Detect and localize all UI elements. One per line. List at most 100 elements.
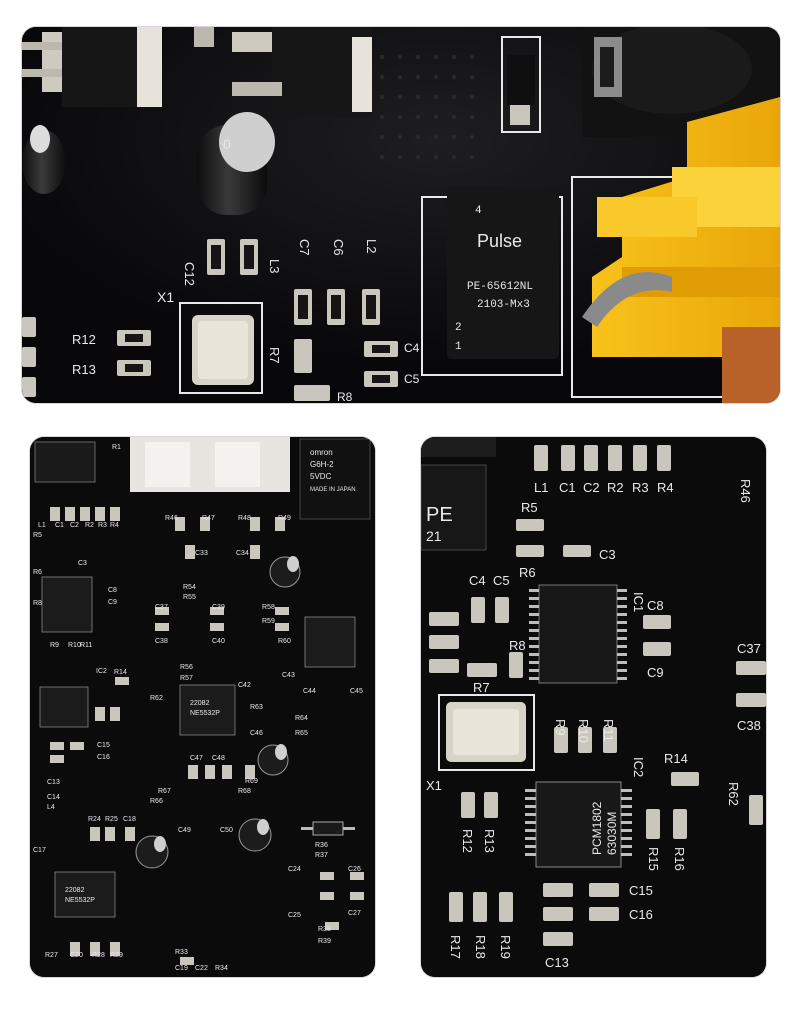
svg-text:C44: C44: [303, 688, 316, 695]
svg-text:C16: C16: [97, 754, 110, 761]
svg-text:R10: R10: [68, 642, 81, 649]
adc-closeup-photo: PE 21: [421, 437, 766, 977]
transformer-part: PE-65612NL: [467, 281, 533, 293]
svg-text:R60: R60: [278, 638, 291, 645]
svg-text:C15: C15: [97, 742, 110, 749]
svg-text:R67: R67: [158, 788, 171, 795]
cap-polarity-mark: 0: [223, 136, 231, 152]
transformer-pin4: 4: [475, 205, 482, 217]
svg-text:R15: R15: [646, 847, 661, 871]
bl-ic2: [39, 686, 89, 728]
label-r13: R13: [72, 362, 96, 377]
svg-text:C13: C13: [545, 955, 569, 970]
svg-text:21: 21: [426, 528, 442, 544]
svg-text:R24: R24: [88, 816, 101, 823]
svg-text:C37: C37: [737, 641, 761, 656]
svg-text:MADE IN JAPAN: MADE IN JAPAN: [310, 487, 356, 493]
electrolytic-capacitor-center: 0: [197, 112, 275, 215]
svg-text:R56: R56: [180, 664, 193, 671]
svg-text:C22: C22: [195, 965, 208, 972]
svg-text:R62: R62: [150, 695, 163, 702]
svg-text:R68: R68: [238, 788, 251, 795]
pin-header: [34, 441, 96, 483]
svg-text:R48: R48: [238, 515, 251, 522]
label-x1: X1: [157, 289, 174, 305]
svg-text:R14: R14: [664, 751, 688, 766]
label-c12: C12: [182, 262, 197, 286]
label-l3: L3: [267, 259, 282, 273]
yellow-terminal-connector: [571, 97, 780, 403]
svg-text:R10: R10: [576, 719, 591, 743]
svg-text:C15: C15: [629, 883, 653, 898]
svg-text:R12: R12: [460, 829, 475, 853]
bl-ic1: [41, 576, 93, 633]
svg-text:R8: R8: [509, 638, 526, 653]
svg-text:C34: C34: [236, 550, 249, 557]
bl-opamp-3: [54, 871, 116, 918]
transformer-brand: Pulse: [477, 231, 522, 251]
svg-text:R69: R69: [245, 778, 258, 785]
svg-text:C45: C45: [350, 688, 363, 695]
svg-text:L1: L1: [38, 522, 46, 529]
svg-text:L1: L1: [534, 480, 548, 495]
svg-text:R17: R17: [448, 935, 463, 959]
svg-text:C4: C4: [469, 573, 486, 588]
svg-text:R58: R58: [262, 604, 275, 611]
svg-text:C38: C38: [737, 718, 761, 733]
label-c4: C4: [404, 341, 420, 355]
svg-text:C2: C2: [583, 480, 600, 495]
svg-text:R66: R66: [150, 798, 163, 805]
svg-text:NE5532P: NE5532P: [65, 897, 95, 904]
label-c6: C6: [331, 239, 346, 256]
svg-text:C14: C14: [47, 794, 60, 801]
svg-text:R5: R5: [33, 532, 42, 539]
svg-text:R4: R4: [110, 522, 119, 529]
svg-text:R47: R47: [202, 515, 215, 522]
bl-opamp-1: [304, 616, 356, 668]
br-ic1: [529, 584, 627, 684]
svg-text:X1: X1: [426, 778, 442, 793]
svg-text:R54: R54: [183, 584, 196, 591]
br-crystal-x1: [438, 694, 535, 771]
svg-text:R2: R2: [607, 480, 624, 495]
svg-text:C38: C38: [155, 638, 168, 645]
svg-text:R14: R14: [114, 669, 127, 676]
svg-text:R59: R59: [262, 618, 275, 625]
relay: omron G6H-2 5VDC MADE IN JAPAN: [299, 438, 371, 520]
bl-opamp-2: [179, 684, 236, 736]
br-transformer-fragment: PE 21: [421, 437, 496, 551]
svg-text:C8: C8: [108, 587, 117, 594]
label-c5: C5: [404, 372, 420, 386]
svg-text:22082: 22082: [190, 700, 210, 707]
smd-diode: [501, 36, 541, 133]
svg-text:C8: C8: [647, 598, 664, 613]
svg-text:R39: R39: [318, 938, 331, 945]
smd-pad: [194, 27, 214, 47]
svg-text:R9: R9: [50, 642, 59, 649]
bl-label-r1: R1: [112, 444, 121, 451]
svg-text:R29: R29: [110, 952, 123, 959]
svg-text:C33: C33: [195, 550, 208, 557]
svg-text:C2: C2: [70, 522, 79, 529]
transformer-pin1: 1: [455, 341, 462, 353]
svg-text:C43: C43: [282, 672, 295, 679]
transformer-pin2: 2: [455, 322, 462, 334]
svg-text:R25: R25: [105, 816, 118, 823]
svg-text:R6: R6: [33, 569, 42, 576]
smd-r8: [294, 385, 330, 401]
smd-edge-2: [22, 347, 36, 367]
svg-text:R16: R16: [672, 847, 687, 871]
svg-text:C50: C50: [220, 827, 233, 834]
bl-electrolytic-caps: [135, 556, 301, 869]
svg-text:R3: R3: [98, 522, 107, 529]
svg-text:C5: C5: [493, 573, 510, 588]
svg-text:R27: R27: [45, 952, 58, 959]
svg-text:C48: C48: [212, 755, 225, 762]
svg-text:R62: R62: [726, 782, 741, 806]
svg-text:C26: C26: [348, 866, 361, 873]
white-connector: [130, 437, 290, 492]
svg-text:C18: C18: [123, 816, 136, 823]
label-l2: L2: [364, 239, 379, 253]
svg-text:PE: PE: [426, 504, 453, 526]
electrolytic-capacitor-left: [22, 125, 66, 194]
